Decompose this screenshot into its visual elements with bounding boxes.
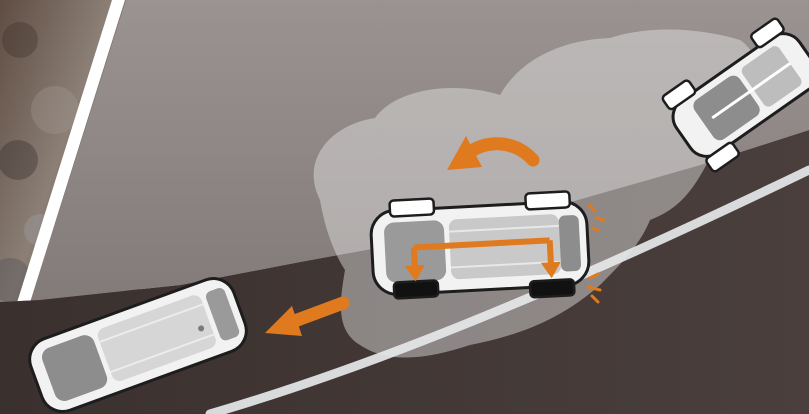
tire-front-left [389,198,434,216]
car-braking [369,190,590,305]
tire-rear-left [394,280,439,298]
tire-front-right [525,191,570,209]
tire-rear-right [530,279,575,297]
